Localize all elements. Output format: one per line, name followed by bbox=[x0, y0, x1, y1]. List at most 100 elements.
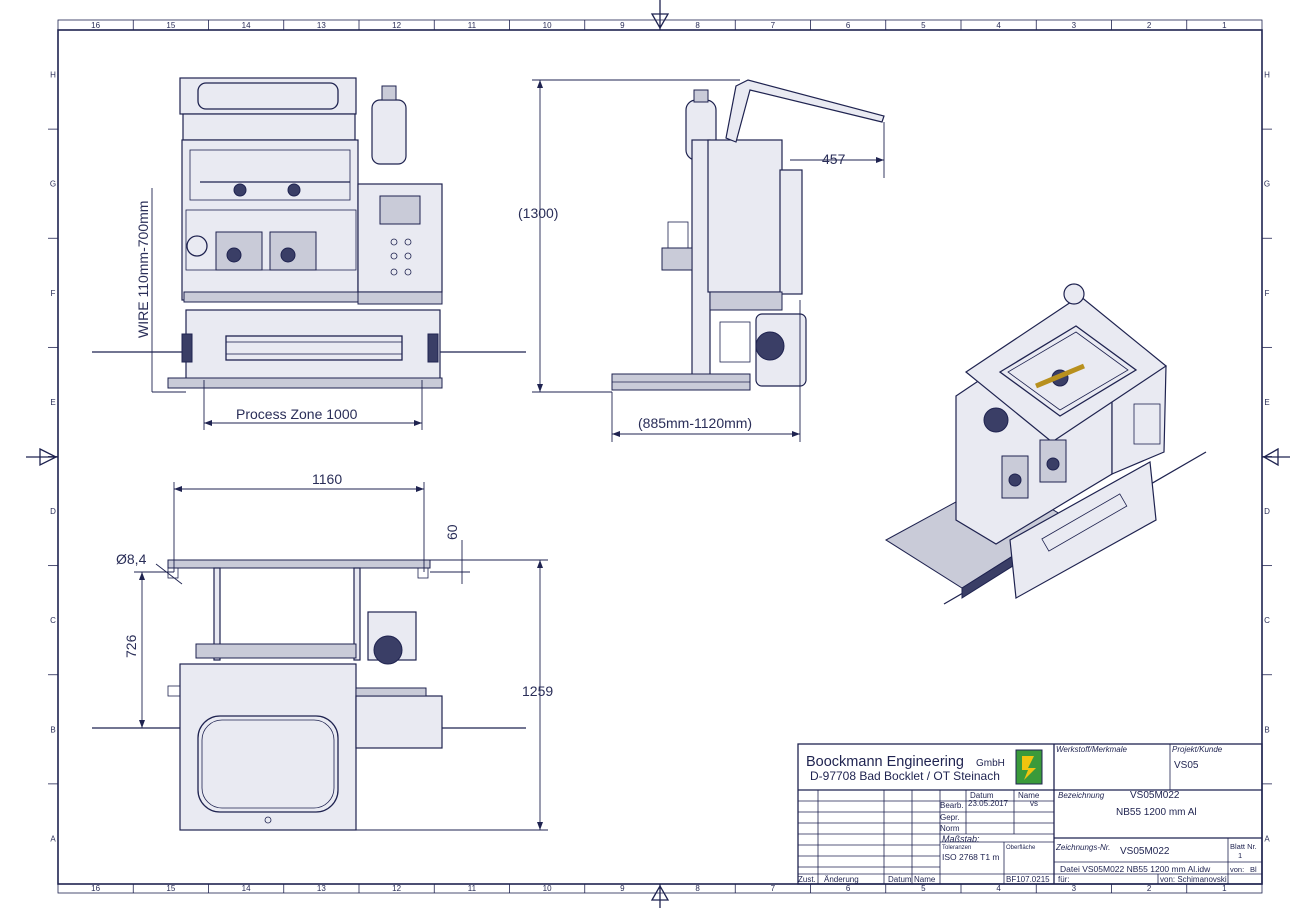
designation-description: NB55 1200 mm Al bbox=[1116, 807, 1197, 818]
tolerance-value: ISO 2768 T1 m bbox=[942, 852, 999, 862]
ruler-row-label: B bbox=[50, 725, 55, 734]
surface-label: Oberfläche bbox=[1006, 845, 1036, 851]
ruler-column-label: 9 bbox=[620, 884, 625, 893]
ruler-column-label: 4 bbox=[996, 884, 1001, 893]
change-date-label: Datum bbox=[888, 875, 912, 884]
row-bearb: Bearb. bbox=[940, 801, 964, 810]
ruler-column-label: 2 bbox=[1147, 884, 1152, 893]
ruler-row-label: H bbox=[1264, 71, 1270, 80]
hole-diameter-label: Ø8,4 bbox=[116, 551, 147, 567]
replaces-ref: BF107.0215 bbox=[1006, 875, 1050, 884]
front-view-dimensions bbox=[146, 188, 423, 430]
top-view bbox=[92, 559, 526, 831]
bearb-name: vs bbox=[1030, 799, 1038, 808]
wire-range-label: WIRE 110mm-700mm bbox=[135, 201, 151, 338]
ruler-row-label: F bbox=[51, 289, 56, 298]
ruler-column-label: 12 bbox=[392, 21, 401, 30]
ruler-row-label: H bbox=[50, 71, 56, 80]
side-view bbox=[611, 79, 885, 391]
ruler-column-label: 5 bbox=[921, 884, 926, 893]
ruler-column-label: 14 bbox=[242, 884, 251, 893]
ruler-row-label: C bbox=[1264, 616, 1270, 625]
height-label: (1300) bbox=[518, 205, 558, 221]
change-label: Änderung bbox=[824, 875, 859, 884]
ruler-column-label: 11 bbox=[468, 21, 477, 30]
ruler-column-label: 9 bbox=[620, 21, 625, 30]
ruler-column-label: 10 bbox=[543, 884, 552, 893]
row-gepr: Gepr. bbox=[940, 813, 960, 822]
ruler-row-label: A bbox=[50, 834, 56, 843]
change-name-label: Name bbox=[914, 875, 936, 884]
material-label: Werkstoff/Merkmale bbox=[1056, 745, 1128, 754]
of-label: von: bbox=[1230, 865, 1244, 874]
ruler-row-label: G bbox=[1264, 180, 1270, 189]
sheet-value: 1 bbox=[1238, 851, 1242, 860]
company-suffix: GmbH bbox=[976, 758, 1005, 769]
arm-length-label: 457 bbox=[822, 151, 846, 167]
depth-range-label: (885mm-1120mm) bbox=[638, 415, 752, 431]
project-label: Projekt/Kunde bbox=[1172, 745, 1223, 754]
ruler-column-label: 12 bbox=[392, 884, 401, 893]
isometric-view bbox=[885, 283, 1207, 605]
centering-marks bbox=[26, 0, 1290, 908]
ruler-column-label: 8 bbox=[695, 884, 700, 893]
ruler-column-label: 4 bbox=[996, 21, 1001, 30]
designation-label: Bezeichnung bbox=[1058, 791, 1105, 800]
total-depth-label: 1259 bbox=[522, 683, 553, 699]
ruler-row-label: E bbox=[1264, 398, 1269, 407]
bearb-date: 23.05.2017 bbox=[968, 799, 1009, 808]
drawing-number-value: VS05M022 bbox=[1120, 846, 1170, 857]
top-width-label: 1160 bbox=[312, 471, 342, 487]
drawing-number-label: Zeichnungs-Nr. bbox=[1055, 843, 1110, 852]
ruler-column-label: 11 bbox=[468, 884, 477, 893]
frame-depth-label: 726 bbox=[123, 634, 139, 658]
ruler-row-label: C bbox=[50, 616, 56, 625]
ruler-column-label: 13 bbox=[317, 884, 326, 893]
ruler-row-label: F bbox=[1265, 289, 1270, 298]
ruler-column-label: 10 bbox=[543, 21, 552, 30]
sheet-label: Blatt Nr. bbox=[1230, 842, 1257, 851]
ruler-column-label: 8 bbox=[695, 21, 700, 30]
ruler-column-label: 7 bbox=[771, 21, 776, 30]
ruler-column-label: 7 bbox=[771, 884, 776, 893]
ruler-row-label: D bbox=[50, 507, 56, 516]
ruler-column-label: 16 bbox=[91, 884, 100, 893]
ruler-column-label: 1 bbox=[1222, 21, 1227, 30]
title-block bbox=[797, 743, 1263, 885]
ruler-column-label: 3 bbox=[1072, 21, 1077, 30]
col-name: Name bbox=[1018, 791, 1040, 800]
ruler-column-label: 13 bbox=[317, 21, 326, 30]
ruler-column-label: 3 bbox=[1072, 884, 1077, 893]
side-view-dimensions bbox=[532, 79, 885, 442]
project-value: VS05 bbox=[1174, 760, 1199, 771]
ruler-column-label: 14 bbox=[242, 21, 251, 30]
company-name: Boockmann Engineering bbox=[806, 754, 964, 770]
ruler-row-label: G bbox=[50, 180, 56, 189]
top-view-dimensions bbox=[134, 482, 548, 831]
author-name: von: Schimanovski bbox=[1160, 875, 1227, 884]
row-norm: Norm bbox=[940, 824, 960, 833]
revision-status-label: Zust. bbox=[798, 875, 816, 884]
ruler-row-label: E bbox=[50, 398, 55, 407]
ruler-row-label: B bbox=[1264, 725, 1269, 734]
col-datum: Datum bbox=[970, 791, 994, 800]
tolerance-label: Toleranzen bbox=[942, 845, 971, 851]
company-address: D-97708 Bad Bocklet / OT Steinach bbox=[810, 769, 1000, 783]
ruler-column-label: 15 bbox=[166, 884, 175, 893]
ruler-column-label: 2 bbox=[1147, 21, 1152, 30]
process-zone-label: Process Zone 1000 bbox=[236, 406, 358, 422]
scale-label: Maßstab: bbox=[942, 834, 980, 844]
ruler-column-label: 5 bbox=[921, 21, 926, 30]
ruler-column-label: 6 bbox=[846, 21, 851, 30]
ruler-row-label: A bbox=[1264, 834, 1270, 843]
file-name: Datei VS05M022 NB55 1200 mm Al.idw bbox=[1060, 864, 1211, 874]
ruler-column-label: 15 bbox=[166, 21, 175, 30]
designation-value: VS05M022 bbox=[1130, 790, 1180, 801]
ruler-column-label: 1 bbox=[1222, 884, 1227, 893]
front-view bbox=[92, 77, 526, 389]
for-label: für: bbox=[1058, 875, 1070, 884]
sheets-label: Bl bbox=[1250, 865, 1257, 874]
ruler-row-label: D bbox=[1264, 507, 1270, 516]
ruler-column-label: 16 bbox=[91, 21, 100, 30]
